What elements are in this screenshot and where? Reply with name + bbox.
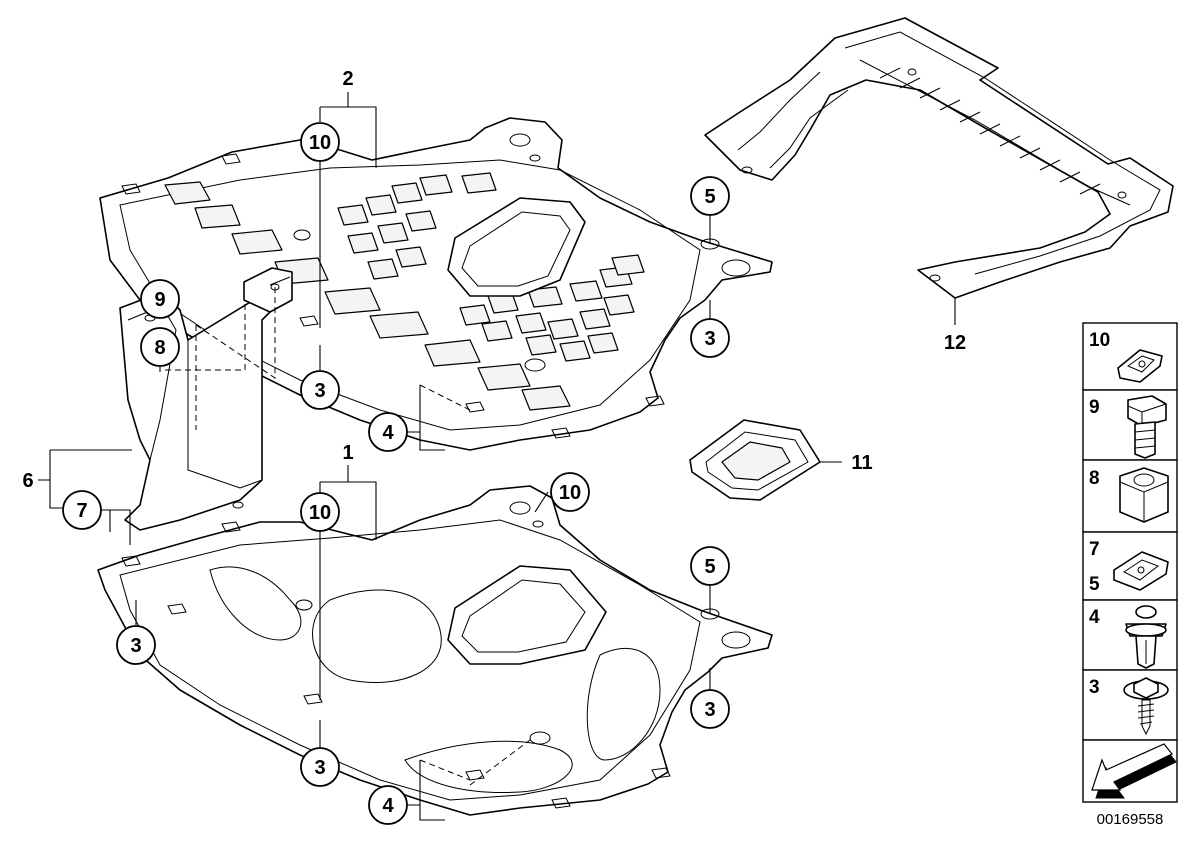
tapping-screw-icon <box>1123 677 1169 736</box>
callout-4-top: 4 <box>382 422 394 444</box>
hex-bolt-icon <box>1127 395 1167 459</box>
callout-10-top: 10 <box>309 132 331 154</box>
callout-12: 12 <box>944 332 966 354</box>
plate-part <box>689 419 821 501</box>
callout-3-top-mid: 3 <box>314 380 325 402</box>
document-number: 00169558 <box>1097 811 1164 828</box>
callout-3-bottom-left: 3 <box>130 635 141 657</box>
callout-9: 9 <box>154 289 165 311</box>
callout-2: 2 <box>342 68 353 90</box>
legend-label-10: 10 <box>1089 330 1110 351</box>
callout-3-top-right: 3 <box>704 328 715 350</box>
legend-label-4: 4 <box>1089 607 1100 628</box>
callout-1: 1 <box>342 442 353 464</box>
callout-11: 11 <box>851 452 872 474</box>
direction-arrow-icon <box>1091 743 1177 799</box>
underbody-panel-upper <box>99 117 773 451</box>
frame-part <box>704 17 1174 299</box>
callout-3-bottom-right: 3 <box>704 699 715 721</box>
fastener-legend: 10 9 8 7 5 <box>1082 322 1178 803</box>
clip-nut-icon <box>1117 349 1163 383</box>
callout-10-bottom: 10 <box>309 502 331 524</box>
callout-5-bottom: 5 <box>704 556 715 578</box>
callout-6: 6 <box>22 470 33 492</box>
panel-ribs-upper <box>164 172 645 411</box>
callout-8: 8 <box>154 337 165 359</box>
hex-nut-icon <box>1119 467 1169 523</box>
frame-ribs <box>879 67 1101 195</box>
callout-5-top: 5 <box>704 186 715 208</box>
expanding-rivet-icon <box>1125 605 1167 669</box>
callout-10-bottom-right: 10 <box>559 482 581 504</box>
callout-7: 7 <box>76 500 87 522</box>
legend-label-5: 5 <box>1089 574 1100 595</box>
callout-4-bottom: 4 <box>382 795 394 817</box>
underbody-panel-lower <box>97 485 773 816</box>
legend-label-3: 3 <box>1089 677 1100 698</box>
callout-labels: 2 10 5 3 3 4 9 8 6 7 1 10 10 5 3 3 3 4 <box>22 68 966 825</box>
spring-nut-icon <box>1113 551 1169 591</box>
legend-label-9: 9 <box>1089 397 1100 418</box>
legend-label-7: 7 <box>1089 539 1100 560</box>
callout-3-bottom-mid: 3 <box>314 757 325 779</box>
legend-label-8: 8 <box>1089 468 1100 489</box>
